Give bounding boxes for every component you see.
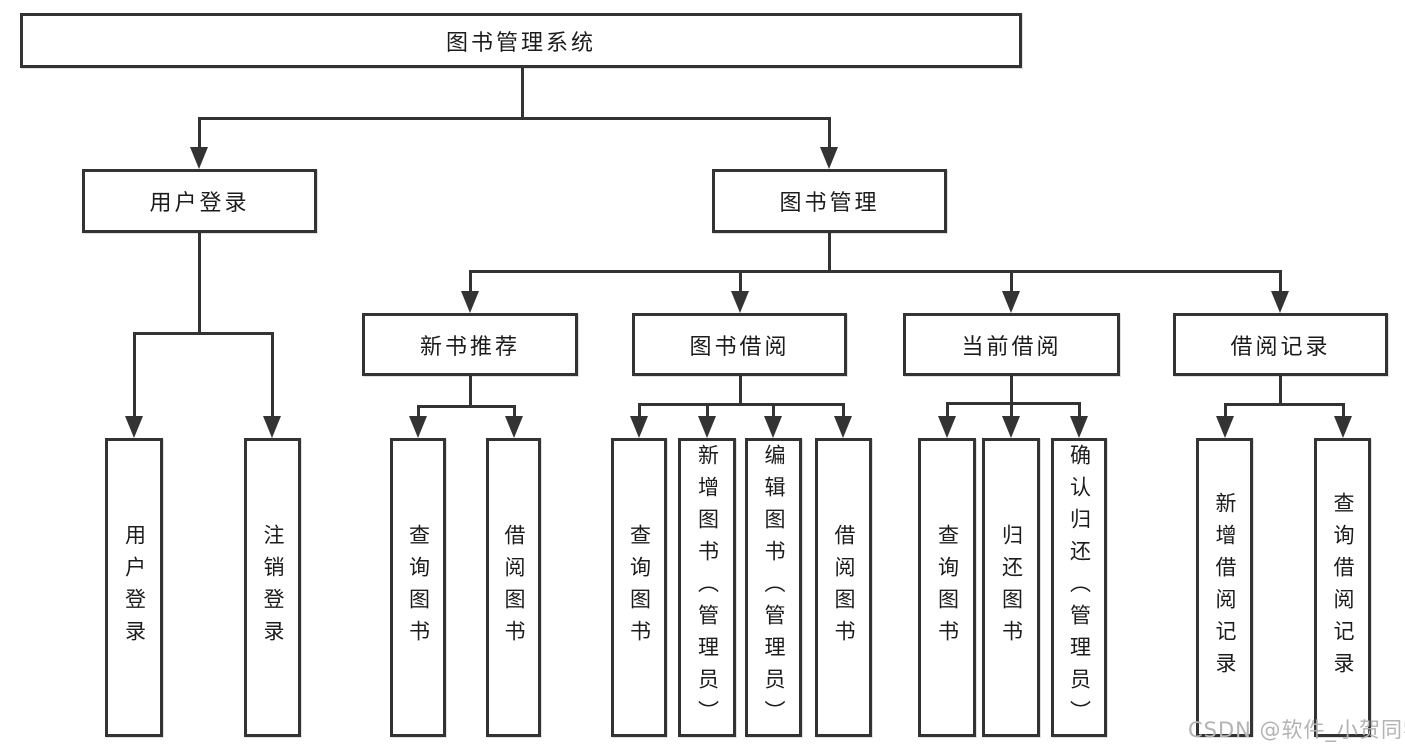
connector-new-books-stub-1 <box>512 405 516 422</box>
node-label-ul-login: 用户登录 <box>122 523 147 652</box>
arrow-down-icon <box>1070 416 1088 438</box>
arrow-down-icon <box>1216 416 1234 438</box>
connector-book-borrow-rail <box>637 403 845 406</box>
connector-root-rail <box>197 117 831 120</box>
node-book-borrow: 图书借阅 <box>632 313 847 376</box>
node-label-br-add: 新增借阅记录 <box>1213 491 1237 684</box>
node-label-bb-query: 查询图书 <box>627 523 652 652</box>
node-label-book-borrow: 图书借阅 <box>689 334 790 360</box>
node-label-current-borrow: 当前借阅 <box>961 334 1062 360</box>
node-label-nb-query: 查询图书 <box>406 523 431 652</box>
node-ul-logout: 注销登录 <box>244 438 301 737</box>
node-br-add: 新增借阅记录 <box>1196 438 1253 737</box>
node-current-borrow: 当前借阅 <box>903 313 1120 376</box>
connector-current-borrow-stub-0 <box>945 402 949 422</box>
connector-current-borrow-drop <box>1009 376 1013 405</box>
node-user-login: 用户登录 <box>82 169 317 233</box>
connector-user-login-stub-1 <box>270 332 274 422</box>
connector-book-mgmt-rail <box>468 270 1282 273</box>
connector-book-borrow-drop <box>738 376 742 406</box>
node-cb-confirm: 确认归还（管理员） <box>1051 438 1107 737</box>
connector-book-mgmt-stub-1 <box>738 270 742 297</box>
connector-book-mgmt-stub-3 <box>1278 270 1282 297</box>
connector-new-books-drop <box>468 376 472 408</box>
connector-book-borrow-stub-2 <box>771 403 775 422</box>
connector-user-login-stub-0 <box>132 332 136 422</box>
node-label-book-mgmt: 图书管理 <box>779 191 880 216</box>
arrow-down-icon <box>505 416 523 438</box>
connector-borrow-records-stub-0 <box>1223 403 1227 422</box>
arrow-down-icon <box>125 416 143 438</box>
connector-root-drop <box>520 68 524 120</box>
connector-root-stub-0 <box>197 117 201 153</box>
arrow-down-icon <box>938 416 956 438</box>
csdn-watermark: CSDN @软件_小贺同学 <box>1188 718 1405 742</box>
arrow-down-icon <box>834 416 852 438</box>
arrow-down-icon <box>1002 416 1020 438</box>
node-nb-borrow: 借阅图书 <box>486 438 541 737</box>
arrow-down-icon <box>409 416 427 438</box>
node-label-nb-borrow: 借阅图书 <box>502 523 526 652</box>
connector-book-borrow-stub-0 <box>637 403 641 422</box>
arrow-down-icon <box>190 147 208 169</box>
node-label-cb-query: 查询图书 <box>935 523 960 652</box>
node-nb-query: 查询图书 <box>390 438 446 737</box>
connector-user-login-rail <box>132 332 274 335</box>
node-label-bb-borrow: 借阅图书 <box>832 523 856 652</box>
connector-borrow-records-stub-1 <box>1341 403 1345 422</box>
arrow-down-icon <box>1002 291 1020 313</box>
arrow-down-icon <box>1334 416 1352 438</box>
node-bb-borrow: 借阅图书 <box>815 438 872 737</box>
node-root: 图书管理系统 <box>20 13 1022 68</box>
node-bb-query: 查询图书 <box>611 438 667 737</box>
connector-book-mgmt-stub-2 <box>1009 270 1013 297</box>
node-bb-add: 新增图书（管理员） <box>678 438 736 737</box>
arrow-down-icon <box>764 416 782 438</box>
node-label-ul-logout: 注销登录 <box>261 523 285 652</box>
connector-current-borrow-stub-1 <box>1009 402 1013 422</box>
node-label-cb-return: 归还图书 <box>999 523 1024 652</box>
connector-user-login-drop <box>197 233 201 335</box>
node-label-new-books: 新书推荐 <box>419 334 520 360</box>
connector-new-books-stub-0 <box>416 405 420 422</box>
connector-current-borrow-stub-2 <box>1077 402 1081 422</box>
arrow-down-icon <box>731 291 749 313</box>
arrow-down-icon <box>698 416 716 438</box>
arrow-down-icon <box>630 416 648 438</box>
arrow-down-icon <box>1271 291 1289 313</box>
node-bb-edit: 编辑图书（管理员） <box>745 438 802 737</box>
connector-book-mgmt-drop <box>827 233 831 273</box>
node-label-bb-add: 新增图书（管理员） <box>695 443 720 732</box>
connector-book-borrow-stub-3 <box>841 403 845 422</box>
connector-book-mgmt-stub-0 <box>468 270 472 297</box>
connector-root-stub-1 <box>827 117 831 153</box>
node-ul-login: 用户登录 <box>105 438 163 737</box>
node-label-root: 图书管理系统 <box>445 30 596 56</box>
node-cb-query: 查询图书 <box>918 438 976 737</box>
node-label-cb-confirm: 确认归还（管理员） <box>1067 443 1092 732</box>
arrow-down-icon <box>263 416 281 438</box>
connector-book-borrow-stub-1 <box>705 403 709 422</box>
node-label-br-query: 查询借阅记录 <box>1331 491 1355 684</box>
connector-borrow-records-drop <box>1278 376 1282 406</box>
arrow-down-icon <box>461 291 479 313</box>
node-br-query: 查询借阅记录 <box>1314 438 1371 737</box>
node-book-mgmt: 图书管理 <box>712 169 947 233</box>
node-label-borrow-records: 借阅记录 <box>1230 334 1331 360</box>
node-label-bb-edit: 编辑图书（管理员） <box>762 443 786 732</box>
node-label-user-login: 用户登录 <box>149 191 250 216</box>
connector-current-borrow-rail <box>945 402 1081 405</box>
connector-borrow-records-rail <box>1223 403 1345 406</box>
node-new-books: 新书推荐 <box>362 313 578 376</box>
node-borrow-records: 借阅记录 <box>1173 313 1388 376</box>
node-cb-return: 归还图书 <box>982 438 1040 737</box>
arrow-down-icon <box>820 147 838 169</box>
connector-new-books-rail <box>416 405 516 408</box>
